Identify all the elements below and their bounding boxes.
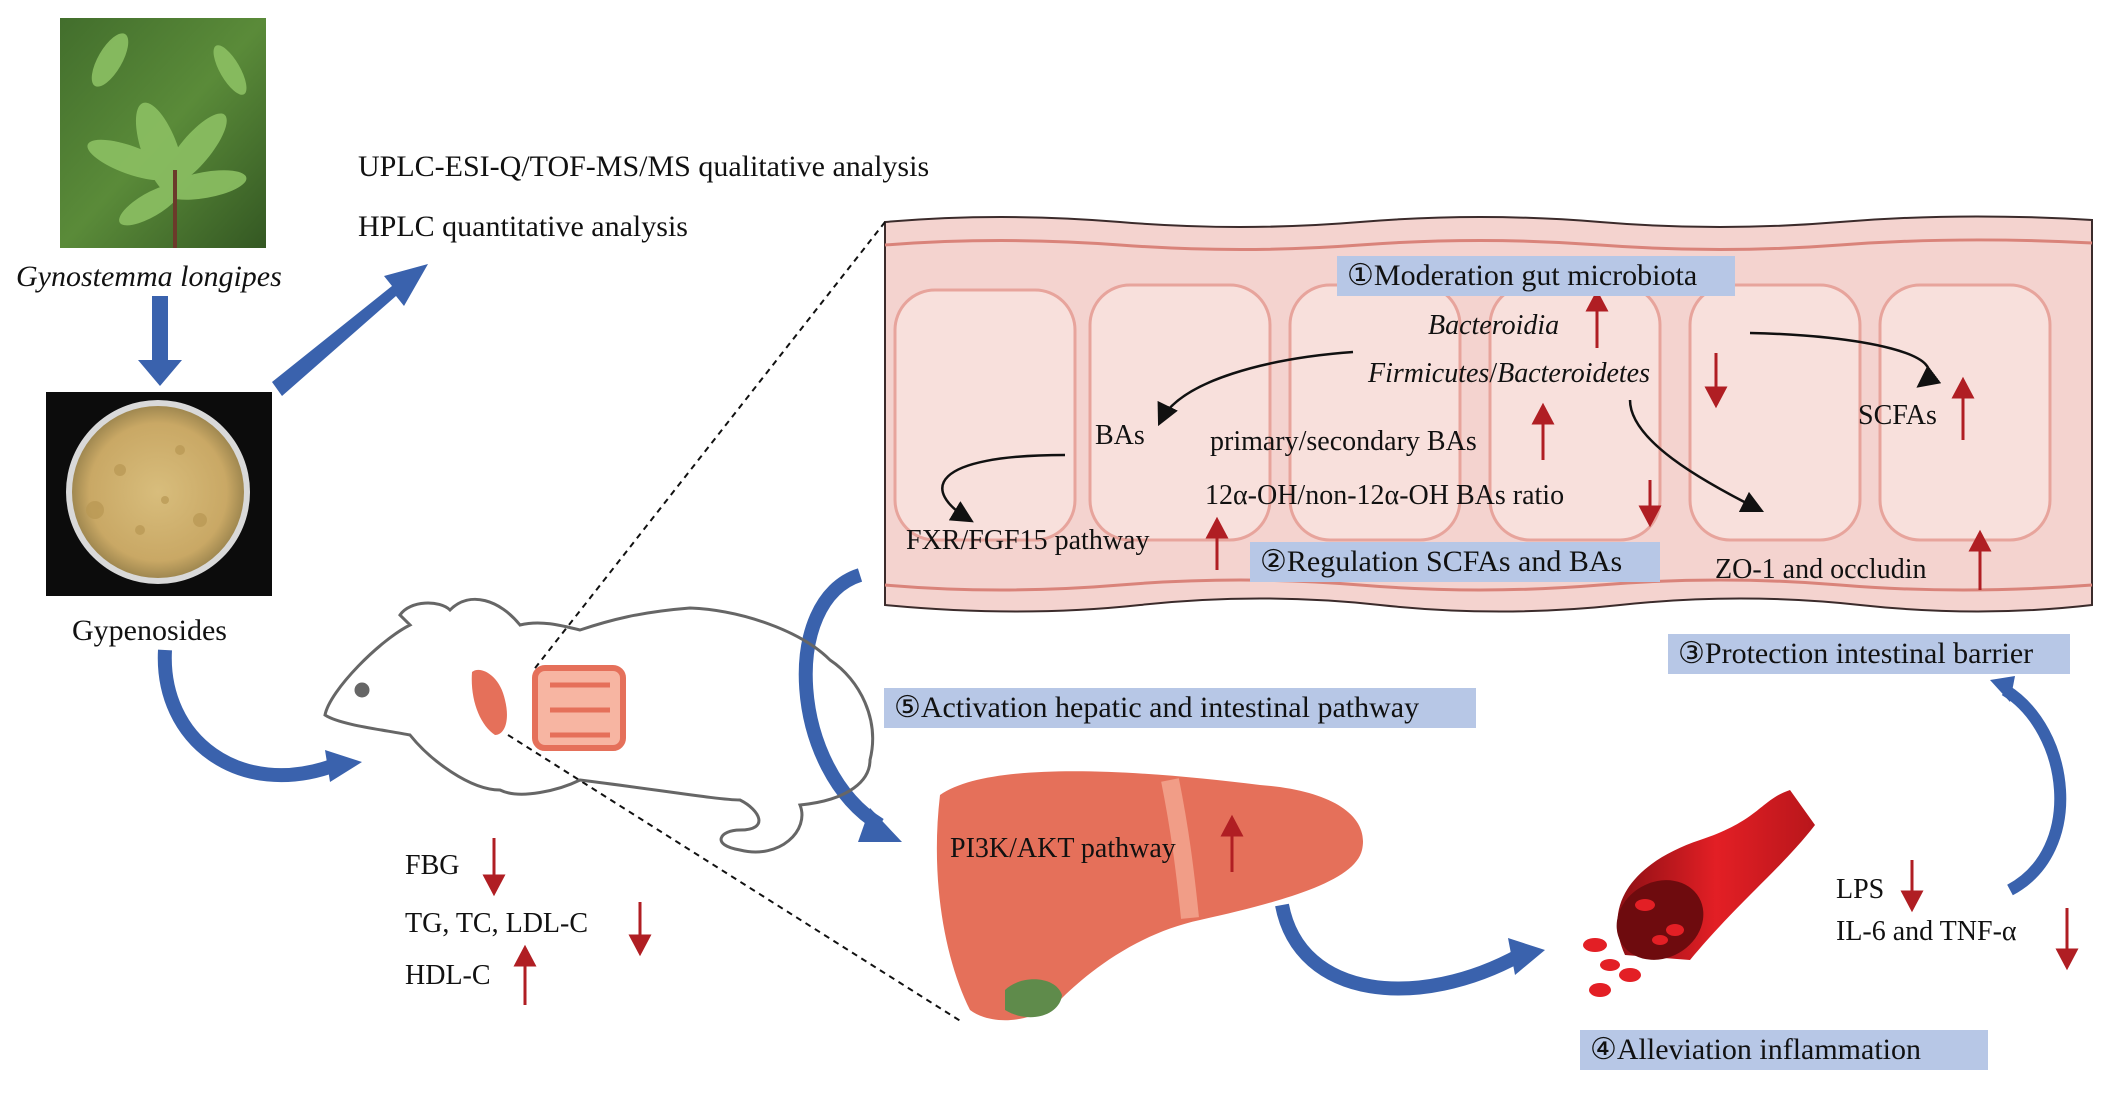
down-arrow-icon [2055,908,2079,971]
up-arrow-icon [1220,814,1244,872]
blue-flow-arrows [138,264,428,396]
arrow-to-analysis [272,264,428,396]
mechanism-5-label: ⑤Activation hepatic and intestinal pathw… [884,688,1476,728]
qualitative-analysis-label: UPLC-ESI-Q/TOF-MS/MS qualitative analysi… [358,150,930,183]
arrow-gut-to-liver [798,568,884,831]
up-arrow-icon [1585,289,1609,348]
down-arrow-icon [628,902,652,957]
pi3k-akt-pathway-label: PI3K/AKT pathway [950,833,1176,864]
quantitative-analysis-label: HPLC quantitative analysis [358,210,688,243]
blood-vessel-icon [1583,790,1815,997]
primary-secondary-bas-label: primary/secondary BAs [1210,426,1477,457]
arrow-gypenosides-to-mouse [157,649,338,782]
powder-dish-icon [46,392,272,596]
lipids-label: TG, TC, LDL-C [405,908,589,939]
mechanism-3-label: ③Protection intestinal barrier [1668,634,2070,674]
mouse-liver-icon [471,669,507,735]
mechanism-2-label: ②Regulation SCFAs and BAs [1250,542,1660,582]
up-arrow-icon [1205,516,1229,570]
ratio-firmicutes-bacteroidetes-label: Firmicutes/Bacteroidetes [1368,358,1650,389]
indicator-arrows [482,289,2079,1005]
up-arrow-icon [1951,376,1975,440]
cytokines-label: IL-6 and TNF-α [1836,916,2017,947]
arrow-plant-to-powder [138,296,182,386]
fxr-fgf15-pathway-label: FXR/FGF15 pathway [906,525,1150,556]
mouse-intestine-icon [532,665,626,751]
gypenosides-label: Gypenosides [72,614,227,647]
mechanism-4-label: ④Alleviation inflammation [1580,1030,1988,1070]
arrow-liver-to-vessel [1275,903,1524,996]
mouse-outline-icon [323,597,875,854]
intestine-section-icon [884,215,2093,613]
down-arrow-icon [1900,860,1924,913]
liver-icon [936,771,1364,1021]
down-arrow-icon [1704,353,1728,409]
bas-label: BAs [1095,420,1145,451]
fbg-label: FBG [405,850,460,881]
zo1-occludin-label: ZO-1 and occludin [1715,554,1927,585]
mechanism-1-label: ①Moderation gut microbiota [1337,256,1735,296]
lps-label: LPS [1836,874,1885,905]
arrow-inflammation-to-barrier [2001,684,2067,896]
bacteroidia-label: Bacteroidia [1428,310,1560,341]
down-arrow-icon [482,838,506,897]
scfas-label: SCFAs [1858,400,1937,431]
down-arrow-icon [1638,480,1662,528]
bas-ratio-label: 12α-OH/non-12α-OH BAs ratio [1205,480,1565,511]
plant-name-label: Gynostemma longipes [16,260,282,293]
hdl-label: HDL-C [405,960,491,991]
plant-photo-icon [60,18,266,248]
up-arrow-icon [1531,402,1555,460]
up-arrow-icon [513,944,537,1005]
up-arrow-icon [1968,529,1992,590]
